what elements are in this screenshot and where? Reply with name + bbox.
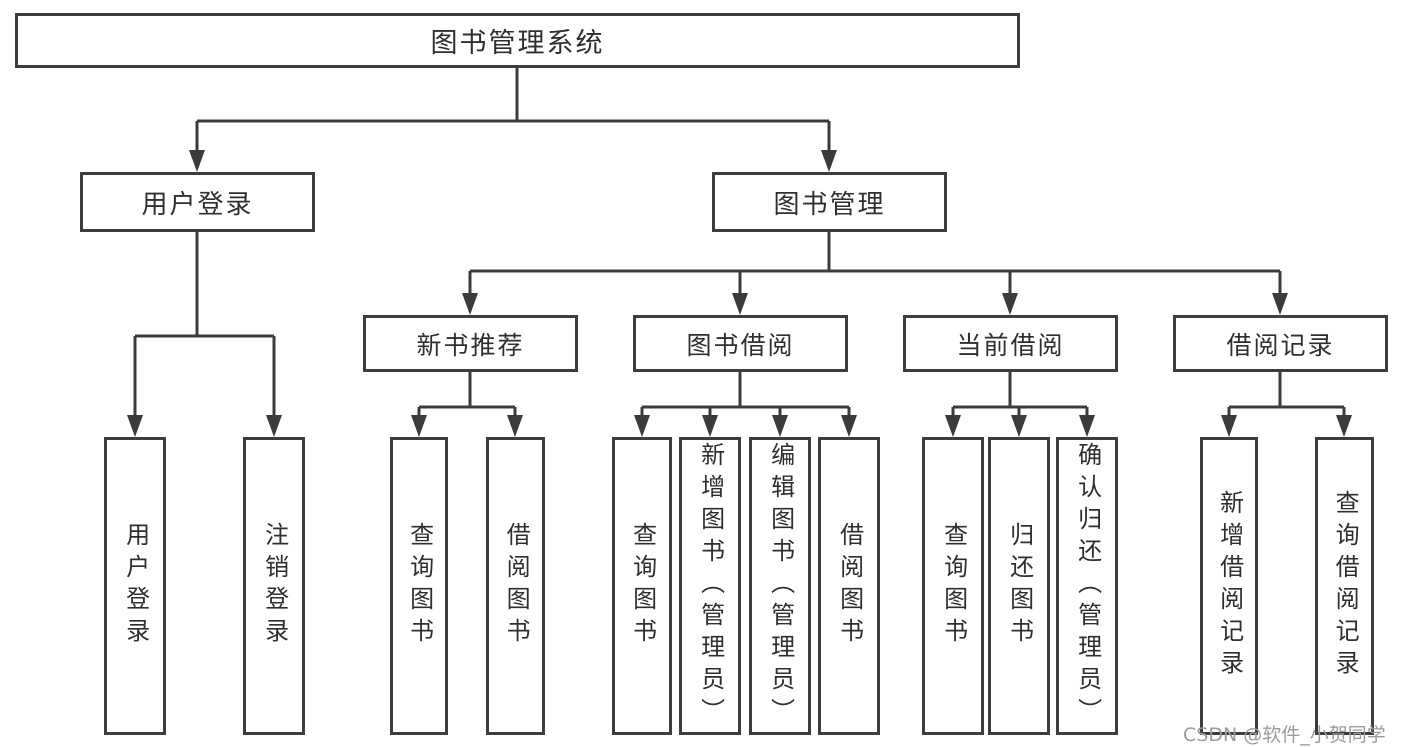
arrowhead [945,415,961,437]
leaf-label: 查询借阅记录 [1331,490,1360,682]
arrowhead [266,415,282,437]
connector-book-management-to-level3 [462,232,1288,315]
csdn-watermark: CSDN @软件_小贺同学 [1183,724,1386,746]
node-new-book-recommend: 新书推荐 [363,315,578,372]
leaf-bb-add-books: 新增图书（管理员） [679,437,741,735]
leaf-label: 查询图书 [405,522,434,650]
arrowhead [634,415,650,437]
leaf-cb-confirm-return: 确认归还（管理员） [1056,437,1118,735]
arrowhead [507,415,523,437]
arrowhead [1002,293,1018,315]
node-current-borrow: 当前借阅 [903,315,1118,372]
leaf-label: 编辑图书（管理员） [766,442,795,730]
leaf-user-login: 用户登录 [104,437,166,735]
arrowhead [1336,415,1352,437]
arrowhead [411,415,427,437]
leaf-label: 注销登录 [260,522,289,650]
leaf-label: 用户登录 [121,522,150,650]
leaf-label: 查询图书 [939,522,968,650]
arrowhead [1011,415,1027,437]
arrowhead [732,293,748,315]
arrowhead [841,415,857,437]
connector-book-borrow-to-leaves [634,372,857,437]
connector-borrow-records-to-leaves [1221,372,1352,437]
leaf-bb-edit-books: 编辑图书（管理员） [749,437,811,735]
arrowhead [189,150,205,172]
arrowhead [127,415,143,437]
leaf-label: 归还图书 [1005,522,1034,650]
node-borrow-records: 借阅记录 [1173,315,1388,372]
leaf-br-add-record: 新增借阅记录 [1200,437,1258,735]
leaf-bb-borrow-books: 借阅图书 [818,437,880,735]
arrowhead [772,415,788,437]
arrowhead [1221,415,1237,437]
arrowhead [702,415,718,437]
leaf-br-query-record: 查询借阅记录 [1315,437,1374,735]
arrowhead [1272,293,1288,315]
leaf-label: 查询图书 [628,522,657,650]
arrowhead [462,293,478,315]
leaf-bb-query-books: 查询图书 [612,437,672,735]
connector-user-login-to-leaves [127,232,282,437]
arrowhead [1079,415,1095,437]
leaf-label: 借阅图书 [502,522,531,650]
leaf-nbr-query-books: 查询图书 [390,437,448,735]
connector-new-book-recommend-to-leaves [411,372,523,437]
leaf-label: 确认归还（管理员） [1073,442,1102,730]
connector-current-borrow-to-leaves [945,372,1095,437]
leaf-cb-return-books: 归还图书 [988,437,1050,735]
leaf-label: 新增图书（管理员） [696,442,725,730]
leaf-logout: 注销登录 [243,437,305,735]
node-root: 图书管理系统 [15,13,1020,68]
node-book-borrow: 图书借阅 [633,315,848,372]
node-user-login: 用户登录 [80,172,315,232]
leaf-label: 新增借阅记录 [1215,490,1244,682]
leaf-label: 借阅图书 [835,522,864,650]
connector-root-to-level2 [189,68,837,172]
leaf-nbr-borrow-books: 借阅图书 [486,437,545,735]
node-book-management: 图书管理 [712,172,947,232]
leaf-cb-query-books: 查询图书 [922,437,984,735]
arrowhead [821,150,837,172]
